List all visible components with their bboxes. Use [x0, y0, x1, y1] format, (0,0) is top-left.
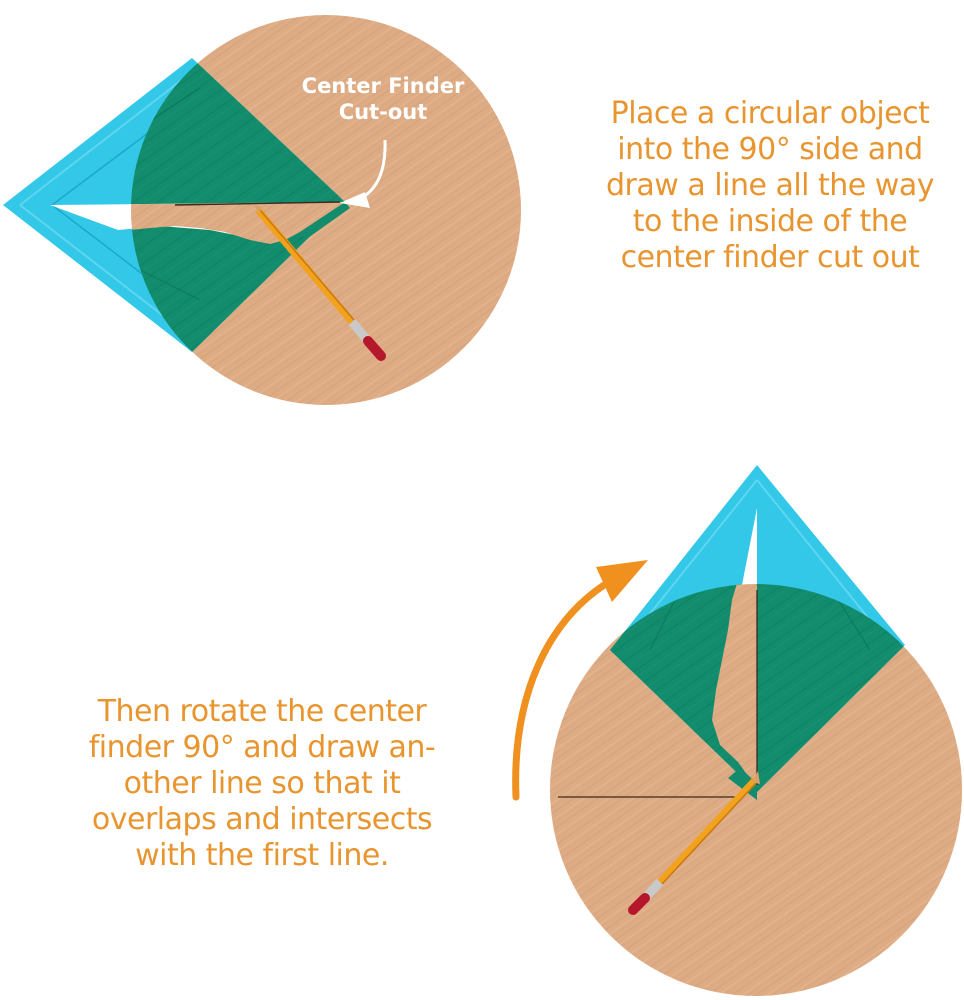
caption-line: with the first line. [135, 838, 389, 873]
caption-line: other line so that it [123, 766, 401, 801]
caption-line: to the inside of the [632, 204, 908, 239]
center-finder-tool-top [3, 58, 350, 352]
center-finder-tool-bottom [610, 465, 905, 800]
pencil-icon [254, 205, 386, 361]
step1-instructions: Place a circular object into the 90° sid… [585, 96, 955, 276]
center-finder-cutout-label: Center Finder Cut-out [278, 73, 488, 125]
label-line: Cut-out [338, 100, 428, 124]
caption-line: Place a circular object [610, 96, 930, 131]
label-line: Center Finder [301, 74, 465, 98]
caption-line: into the 90° side and [617, 132, 923, 167]
pencil-icon [628, 771, 760, 915]
caption-line: finder 90° and draw an- [88, 730, 436, 765]
caption-line: center finder cut out [620, 240, 920, 275]
step2-instructions: Then rotate the center finder 90° and dr… [62, 694, 462, 874]
step2-figure [512, 465, 962, 996]
caption-line: overlaps and intersects [91, 802, 433, 837]
caption-line: draw a line all the way [606, 168, 934, 203]
caption-line: Then rotate the center [97, 694, 427, 729]
step1-figure [3, 15, 521, 405]
curved-arrow-icon [512, 560, 648, 801]
